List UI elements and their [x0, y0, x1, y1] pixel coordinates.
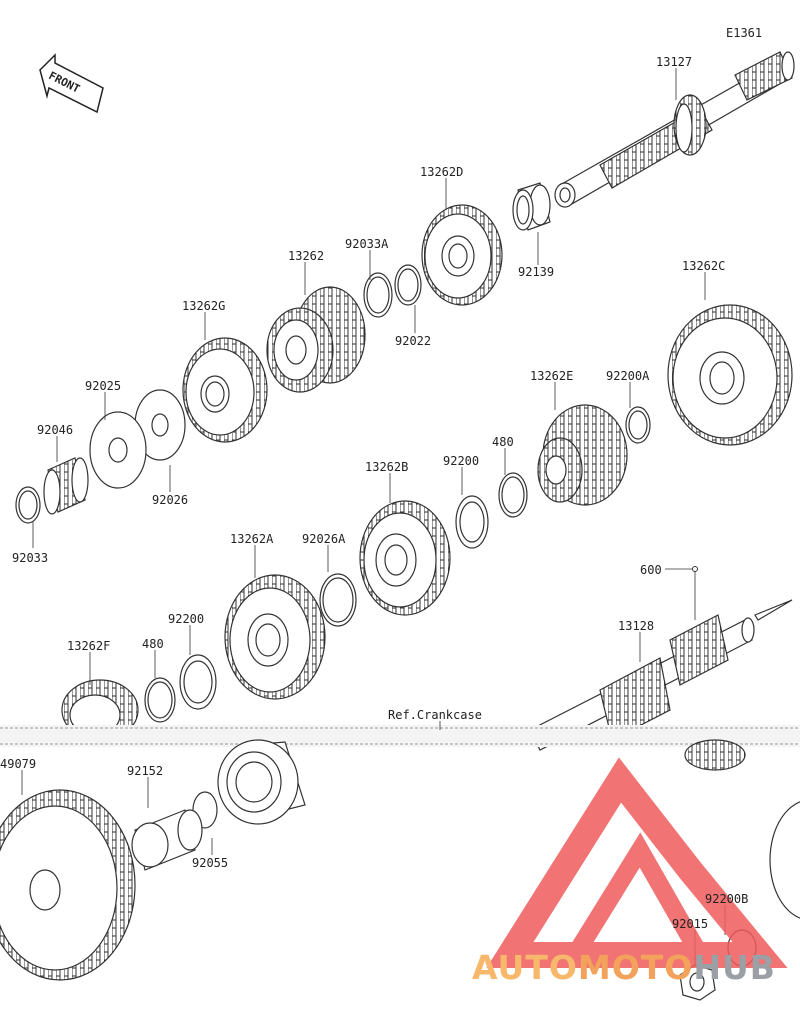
front-arrow-icon: [39, 53, 104, 114]
part-label-49079[interactable]: 49079: [0, 757, 37, 771]
ring-92200A: [625, 406, 651, 444]
part-label-92022[interactable]: 92022: [395, 334, 432, 348]
gear-13262D: [421, 204, 503, 306]
washer-92200-lower: [179, 654, 217, 710]
watermark-text-auto: AUTO: [472, 948, 578, 987]
needle-bearing-92046: [43, 457, 89, 515]
part-label-92015[interactable]: 92015: [672, 917, 709, 931]
part-label-13128[interactable]: 13128: [618, 619, 655, 633]
ring-92022: [394, 264, 422, 306]
part-label-92139[interactable]: 92139: [518, 265, 555, 279]
gear-13262G: [182, 337, 268, 443]
nut-92015: [679, 964, 716, 1001]
part-label-92026A[interactable]: 92026A: [302, 532, 346, 546]
gear-13262A: [224, 574, 326, 700]
sprocket-49079: [0, 789, 136, 981]
part-label-92033A[interactable]: 92033A: [345, 237, 389, 251]
part-label-13262F[interactable]: 13262F: [67, 639, 111, 653]
part-label-13262D[interactable]: 13262D: [420, 165, 464, 179]
ring-92026A: [319, 573, 357, 627]
part-label-92025[interactable]: 92025: [85, 379, 122, 393]
part-label-13262G[interactable]: 13262G: [182, 299, 226, 313]
washer-92200-upper: [455, 495, 489, 549]
circlip-92033: [15, 486, 41, 524]
gear-13262: [266, 286, 366, 393]
partial-gear-center: [684, 739, 746, 771]
collar-92152: [131, 809, 203, 871]
part-label-92033[interactable]: 92033: [12, 551, 49, 565]
watermark-text-moto: MOTO: [577, 948, 694, 987]
part-label-480-upper[interactable]: 480: [492, 435, 514, 449]
washer-92025: [89, 411, 147, 489]
part-label-480-lower[interactable]: 480: [142, 637, 164, 651]
gear-13262E: [537, 404, 628, 506]
circlip-480-lower: [144, 677, 176, 723]
part-label-92200-upper[interactable]: 92200: [443, 454, 480, 468]
gear-13262B: [359, 500, 451, 616]
part-label-92200B[interactable]: 92200B: [705, 892, 749, 906]
shaft-13128: [529, 599, 793, 751]
part-label-92046[interactable]: 92046: [37, 423, 74, 437]
part-label-13262B[interactable]: 13262B: [365, 460, 409, 474]
bushing-92139: [512, 182, 551, 231]
partial-gear-right: [769, 801, 800, 919]
watermark-logo-mark: [486, 757, 788, 968]
part-label-600[interactable]: 600: [640, 563, 662, 577]
leader-dot-600: [692, 566, 698, 572]
part-label-13262A[interactable]: 13262A: [230, 532, 274, 546]
part-label-13262E[interactable]: 13262E: [530, 369, 574, 383]
ball-bearing: [217, 739, 306, 825]
watermark-logo-text: AUTOMOTOHUB: [472, 950, 776, 986]
part-label-92152[interactable]: 92152: [127, 764, 164, 778]
part-label-13127[interactable]: 13127: [656, 55, 693, 69]
part-label-13262C[interactable]: 13262C: [682, 259, 726, 273]
part-label-92055[interactable]: 92055: [192, 856, 229, 870]
crankcase-ref-band: [0, 725, 800, 747]
shaft-13127: [554, 51, 795, 208]
watermark-text-hub: HUB: [693, 948, 776, 987]
part-label-92200A[interactable]: 92200A: [606, 369, 650, 383]
part-label-92026[interactable]: 92026: [152, 493, 189, 507]
part-label-92200-lower[interactable]: 92200: [168, 612, 205, 626]
ref-crankcase-note: Ref.Crankcase: [388, 708, 482, 722]
part-label-13262[interactable]: 13262: [288, 249, 325, 263]
washer-92026: [134, 389, 186, 461]
diagram-code: E1361: [726, 26, 763, 40]
circlip-92033A: [363, 272, 393, 318]
circlip-480-upper: [498, 472, 528, 518]
gear-13262C: [667, 304, 793, 446]
